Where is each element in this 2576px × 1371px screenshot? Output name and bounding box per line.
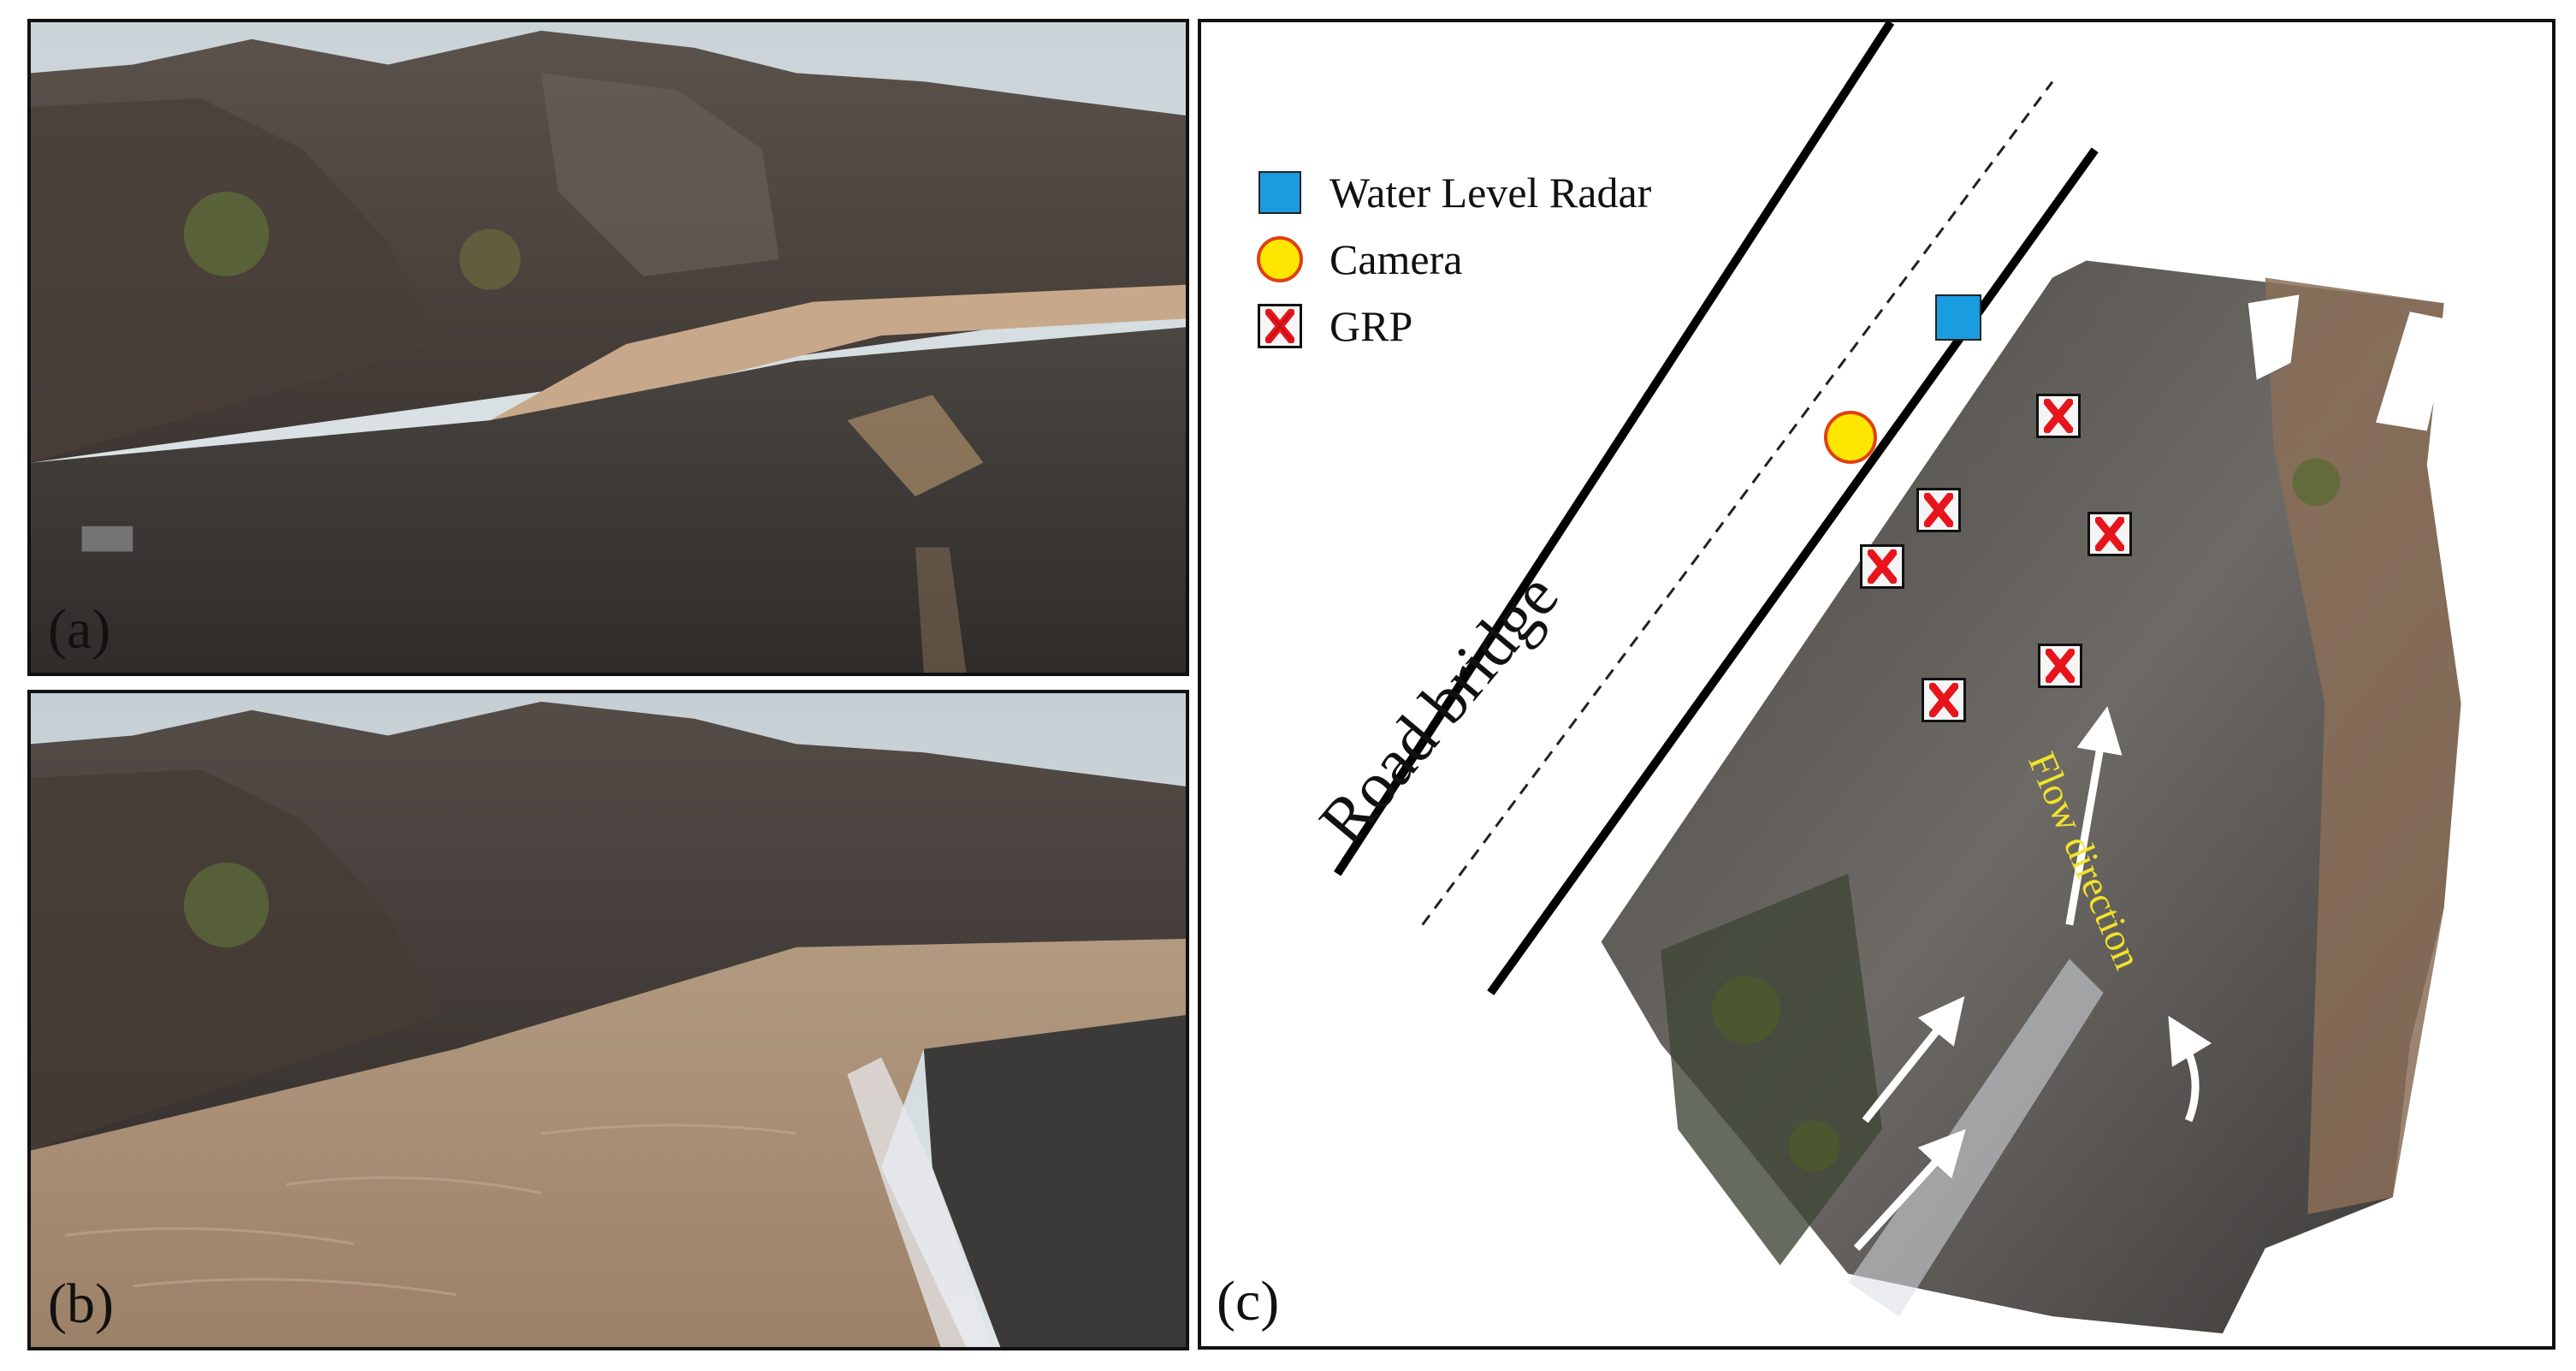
grp-marker-4 xyxy=(1860,544,1904,589)
panel-c-label: (c) xyxy=(1217,1270,1280,1332)
legend-label-radar: Water Level Radar xyxy=(1329,169,1652,217)
legend-item-radar: Water Level Radar xyxy=(1254,159,1651,226)
map-legend: Water Level Radar Camera GRP xyxy=(1254,159,1651,359)
flooded-river-image xyxy=(31,693,1186,1347)
legend-item-camera: Camera xyxy=(1254,226,1651,293)
panel-b-label: (b) xyxy=(48,1273,114,1335)
grp-marker-1 xyxy=(2036,394,2081,438)
yellow-circle-icon xyxy=(1254,234,1306,285)
bridge-edge-outer xyxy=(1334,22,1895,876)
bridge-edge-inner xyxy=(1487,147,2099,996)
legend-label-grp: GRP xyxy=(1329,302,1413,350)
grp-marker-2 xyxy=(1916,488,1961,532)
grp-marker-6 xyxy=(1922,678,1966,722)
dry-riverbed-image xyxy=(31,22,1186,673)
aerial-site-drawing xyxy=(1334,22,2461,1334)
water-level-radar-marker xyxy=(1935,294,1981,341)
camera-marker xyxy=(1824,411,1877,464)
legend-item-grp: GRP xyxy=(1254,293,1651,359)
photo-dry-riverbed: (a) xyxy=(27,19,1189,676)
photo-flooded-river: (b) xyxy=(27,690,1189,1350)
aerial-site-map: Water Level Radar Camera GRP Road bridge… xyxy=(1198,19,2555,1350)
grp-cross-icon xyxy=(1254,300,1306,352)
grp-marker-3 xyxy=(2087,512,2132,556)
panel-a-label: (a) xyxy=(48,598,111,661)
legend-label-camera: Camera xyxy=(1329,235,1463,283)
grp-marker-5 xyxy=(2038,644,2082,688)
blue-square-icon xyxy=(1254,167,1306,218)
